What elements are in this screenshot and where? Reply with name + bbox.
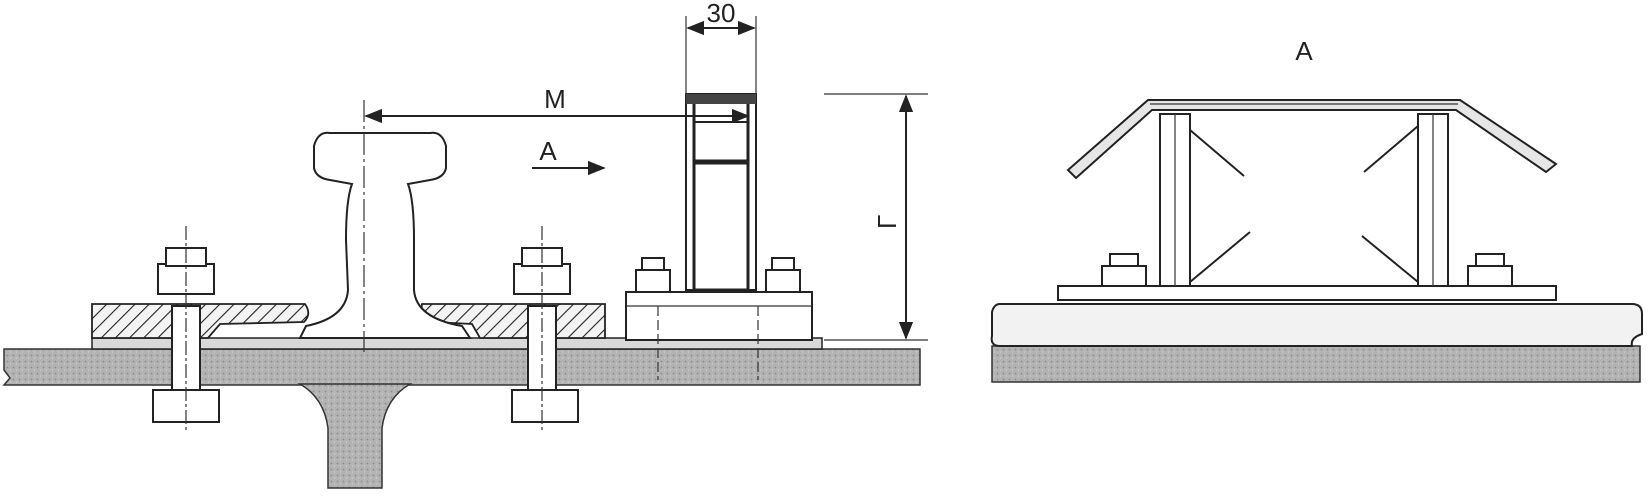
dim-width-label: 30 <box>707 0 736 28</box>
dim-height-label: Г <box>872 215 902 229</box>
device-base-plate <box>625 291 813 341</box>
base-nut-right <box>765 257 801 293</box>
sleeper-stem <box>297 383 413 489</box>
view-arrow-label: A <box>539 136 557 166</box>
dimension-width: 30 <box>685 0 757 94</box>
view-a-nut-left <box>1101 253 1147 287</box>
gauge-post <box>685 93 757 292</box>
view-a-slab <box>991 345 1641 383</box>
view-a-base-block <box>990 303 1643 347</box>
rail-profile <box>298 131 472 339</box>
section-view: 30 M A Г <box>2 0 928 489</box>
base-nut-left <box>635 257 671 293</box>
view-a-top-plate <box>1057 285 1557 301</box>
view-a-top-bar <box>1066 99 1558 180</box>
dim-distance-label: M <box>544 84 566 114</box>
left-anchor-bolt <box>152 226 220 430</box>
view-a-title: А <box>1295 36 1313 66</box>
view-a-nut-right <box>1467 253 1513 287</box>
dimension-height: Г <box>824 93 928 341</box>
view-a: А <box>990 36 1643 383</box>
concrete-slab <box>2 348 921 386</box>
right-anchor-bolt <box>511 226 579 430</box>
view-arrow: A <box>532 136 606 176</box>
dimension-distance: M <box>364 84 750 124</box>
